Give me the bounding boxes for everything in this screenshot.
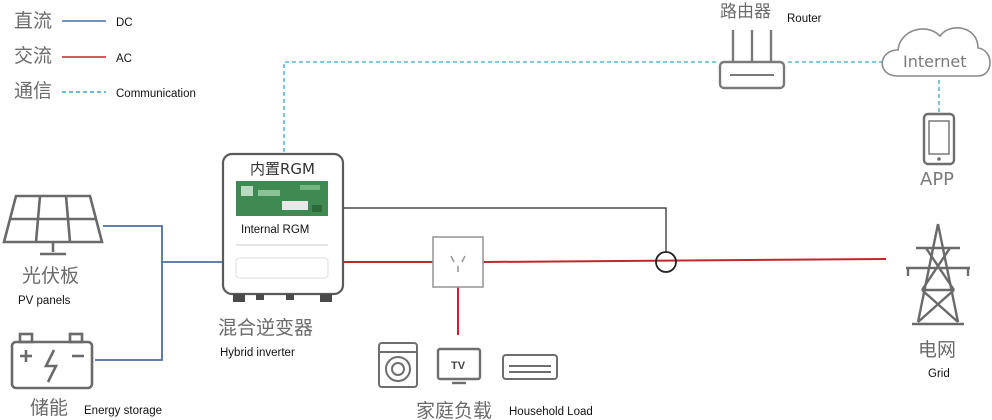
- ac-line-outlet-grid: [482, 258, 887, 263]
- internet-label: Internet: [903, 52, 967, 71]
- ct-wire: [328, 207, 667, 252]
- storage-label-en: Energy storage: [84, 405, 162, 417]
- grid-tower-icon: [906, 223, 970, 326]
- grid-label-zh: 电网: [918, 339, 956, 361]
- outlet-icon: [432, 236, 484, 288]
- phone-icon: [922, 112, 956, 166]
- internet-cloud-icon: [881, 27, 991, 77]
- inverter-label-en: Hybrid inverter: [220, 347, 295, 359]
- pv-panel-icon: [2, 194, 104, 256]
- legend-ac-zh: 交流: [14, 45, 52, 67]
- pv-label-en: PV panels: [18, 295, 71, 307]
- tv-icon: TV: [436, 347, 482, 385]
- legend-ac-en: AC: [116, 53, 132, 65]
- battery-icon: [10, 332, 94, 390]
- comm-line-inverter-router: [283, 61, 718, 152]
- ct-clamp-icon: [655, 251, 677, 273]
- router-label-zh: 路由器: [720, 2, 771, 22]
- rgm-module-label: Internal RGM: [241, 224, 309, 236]
- legend-dc-zh: 直流: [14, 10, 52, 32]
- router-label-en: Router: [787, 13, 822, 25]
- tv-label: TV: [451, 360, 466, 372]
- washing-machine-icon: [378, 342, 418, 388]
- legend-comm-zh: 通信: [14, 80, 52, 102]
- legend-dc-en: DC: [116, 17, 133, 29]
- load-label-en: Household Load: [509, 406, 593, 418]
- legend: 直流 DC 交流 AC 通信 Communication: [14, 10, 196, 102]
- router-icon: [718, 30, 786, 90]
- inverter-top-label: 内置RGM: [250, 160, 315, 178]
- storage-label-zh: 储能: [30, 397, 68, 419]
- dc-line-pv-storage: [95, 225, 163, 361]
- load-label-zh: 家庭负载: [416, 400, 492, 420]
- hybrid-inverter-icon: [221, 152, 345, 302]
- inverter-label-zh: 混合逆变器: [218, 317, 313, 339]
- pv-label-zh: 光伏板: [22, 265, 79, 287]
- legend-comm-en: Communication: [116, 88, 196, 100]
- grid-label-en: Grid: [928, 368, 950, 380]
- app-label: APP: [920, 169, 954, 190]
- air-conditioner-icon: [502, 354, 558, 380]
